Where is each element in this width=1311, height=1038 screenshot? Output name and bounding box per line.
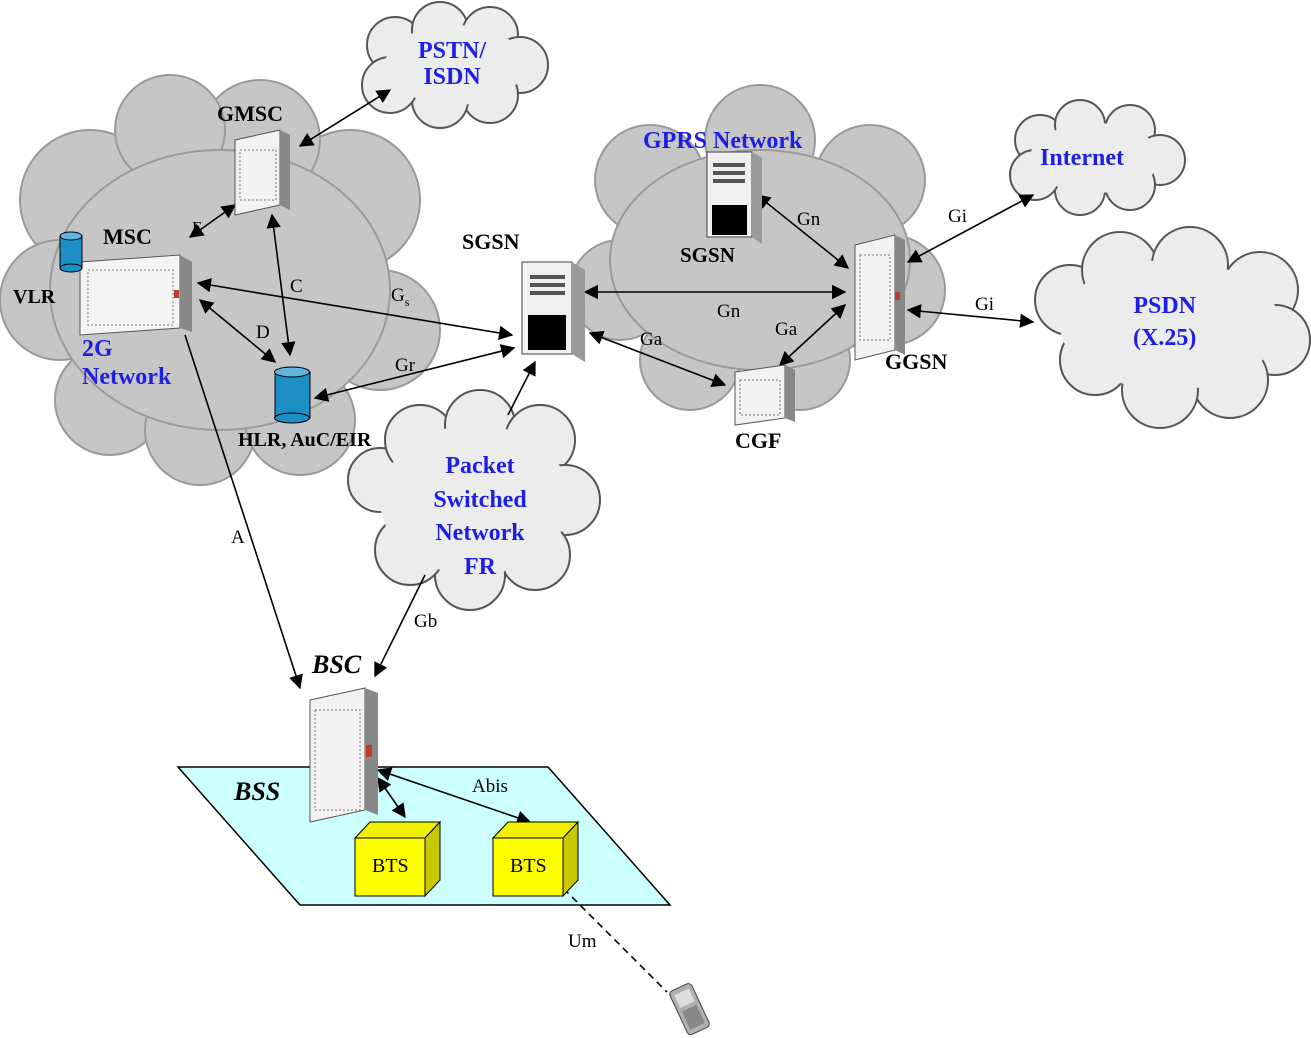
sgsn-label: SGSN <box>462 229 520 254</box>
bsc-label: BSC <box>312 650 362 679</box>
pstn-cloud-label: PSTN/ ISDN <box>418 38 487 91</box>
interface-gn-mid-label: Gn <box>717 301 741 322</box>
interface-c-label: C <box>290 276 303 297</box>
bsc-rack-icon <box>309 687 378 823</box>
psdn-cloud-label: PSDN (X.25) <box>1133 293 1197 352</box>
interface-gb-label: Gb <box>414 611 438 632</box>
bts2-box-icon <box>491 820 580 898</box>
gprs-sgsn-label: SGSN <box>680 243 735 267</box>
hlr-label: HLR, AuC/EIR <box>238 429 372 451</box>
link-sgsn2-ggsn-gn <box>755 194 850 269</box>
link-msc-gmsc-e <box>188 204 237 238</box>
link-sgsn-cgf-ga <box>588 330 727 388</box>
interface-gr-label: Gr <box>395 355 416 376</box>
ggsn-rack-icon <box>854 234 905 361</box>
cgf-rack-icon <box>734 364 795 426</box>
msc-label: MSC <box>103 224 152 249</box>
link-gmsc-pstn <box>298 89 392 147</box>
interface-d-label: D <box>256 322 270 343</box>
interface-ga-left-label: Ga <box>640 329 663 350</box>
sgsn-server-icon <box>521 261 585 362</box>
interface-gi-top-label: Gi <box>948 206 967 227</box>
mobile-phone-icon <box>669 983 710 1036</box>
link-msc-bsc-a <box>184 334 303 690</box>
gprs-sgsn-server-icon <box>706 151 762 244</box>
vlr-label: VLR <box>13 286 56 308</box>
vlr-database-icon <box>59 231 83 273</box>
hlr-database-icon <box>274 366 311 424</box>
link-cgf-ggsn-ga <box>778 304 847 366</box>
link-packet-sgsn <box>507 360 536 416</box>
bts1-label: BTS <box>372 855 409 877</box>
link-ggsn-psdn-gi <box>906 304 1035 328</box>
gprs-network-label: GPRS Network <box>643 128 803 154</box>
interface-abis-label: Abis <box>472 776 508 797</box>
interface-um-label: Um <box>568 931 597 952</box>
interface-gi-bottom-label: Gi <box>975 294 994 315</box>
link-bsc-bts2-abis <box>376 767 532 825</box>
interface-ga-right-label: Ga <box>775 319 798 340</box>
2g-network-background-cloud <box>0 74 441 486</box>
packet-switched-cloud <box>347 389 601 611</box>
bts2-label: BTS <box>510 855 547 877</box>
packet-switched-network-label: Packet Switched Network FR <box>433 453 527 580</box>
bss-label: BSS <box>234 777 281 806</box>
interface-gs-label: Gs <box>391 286 409 308</box>
ggsn-label: GGSN <box>885 349 948 374</box>
psdn-cloud <box>1034 226 1311 429</box>
bts1-box-icon <box>353 820 442 898</box>
interface-e-label: E <box>192 218 203 237</box>
link-packet-bsc-gb <box>374 574 426 678</box>
interface-a-label: A <box>231 527 245 548</box>
interface-gs-main: G <box>391 285 405 306</box>
gmsc-label: GMSC <box>217 101 283 126</box>
link-bts2-mobile-um <box>553 878 668 993</box>
link-hlr-sgsn-gr <box>313 344 516 402</box>
internet-cloud-label: Internet <box>1040 145 1124 171</box>
msc-rack-icon <box>79 254 192 336</box>
interface-gn-top-label: Gn <box>797 209 821 230</box>
link-msc-sgsn-gs <box>196 278 514 340</box>
cgf-label: CGF <box>735 428 782 453</box>
link-ggsn-internet-gi <box>906 194 1035 263</box>
2g-network-label: 2G Network <box>82 336 172 390</box>
internet-cloud <box>1009 99 1186 216</box>
gmsc-rack-icon <box>234 129 290 216</box>
interface-gs-sub: s <box>404 294 410 309</box>
